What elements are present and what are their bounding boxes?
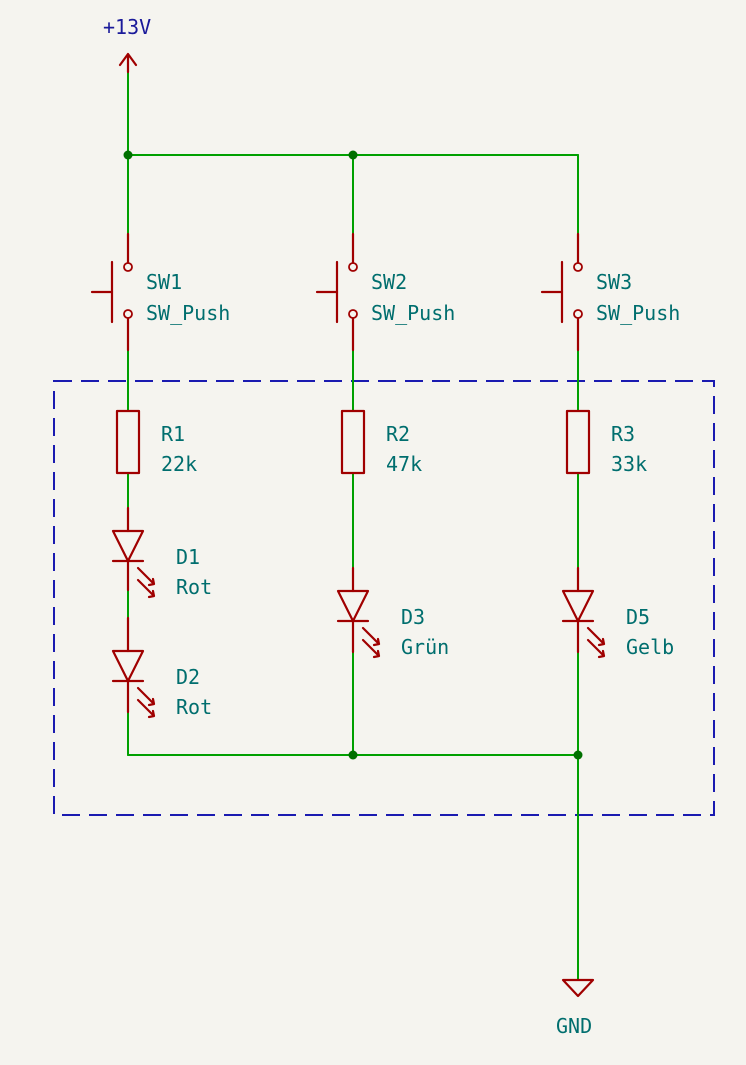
switch-value: SW_Push (596, 301, 680, 325)
led-anode-triangle (111, 529, 145, 563)
resistor-r1: R1 22k (115, 409, 197, 476)
light-ray-icon (136, 686, 156, 707)
led-value: Rot (176, 575, 212, 599)
led-value: Grün (401, 635, 449, 659)
switch-contact (348, 262, 358, 272)
ground-icon (561, 978, 595, 998)
ground-label: GND (556, 1014, 592, 1038)
junction (573, 750, 583, 760)
switch-contact (348, 309, 358, 319)
switch-sw2: SW2 SW_Push (315, 232, 455, 352)
light-ray-icon (136, 578, 156, 599)
led-value: Gelb (626, 635, 674, 659)
power-arrow-icon (118, 52, 138, 74)
light-ray-icon (361, 638, 381, 659)
resistor-body (340, 409, 366, 475)
junction (123, 150, 133, 160)
led-d2: D2 Rot (111, 616, 212, 719)
resistor-ref: R2 (386, 422, 410, 446)
switch-ref: SW1 (146, 270, 182, 294)
led-ref: D3 (401, 605, 425, 629)
switch-contact (123, 309, 133, 319)
light-ray-icon (136, 566, 156, 587)
group-box (53, 380, 715, 816)
wires (127, 71, 579, 981)
resistor-ref: R1 (161, 422, 185, 446)
ground-symbol: GND (556, 978, 595, 1038)
resistor-ref: R3 (611, 422, 635, 446)
led-d3: D3 Grün (336, 566, 449, 659)
led-anode-triangle (336, 589, 370, 623)
led-d1: D1 Rot (111, 506, 212, 599)
switch-value: SW_Push (371, 301, 455, 325)
switch-ref: SW2 (371, 270, 407, 294)
led-ref: D5 (626, 605, 650, 629)
light-ray-icon (361, 626, 381, 647)
switch-contact (123, 262, 133, 272)
resistor-body (115, 409, 141, 475)
light-ray-icon (586, 638, 606, 659)
led-anode-triangle (561, 589, 595, 623)
light-ray-icon (586, 626, 606, 647)
resistor-r3: R3 33k (565, 409, 647, 476)
light-ray-icon (136, 698, 156, 719)
led-value: Rot (176, 695, 212, 719)
switch-sw3: SW3 SW_Push (540, 232, 680, 352)
resistor-value: 47k (386, 452, 422, 476)
switch-value: SW_Push (146, 301, 230, 325)
resistor-value: 22k (161, 452, 197, 476)
junction (348, 150, 358, 160)
resistor-body (565, 409, 591, 475)
led-ref: D2 (176, 665, 200, 689)
switch-ref: SW3 (596, 270, 632, 294)
switch-contact (573, 262, 583, 272)
switch-sw1: SW1 SW_Push (90, 232, 230, 352)
power-supply-label: +13V (103, 15, 151, 39)
resistor-value: 33k (611, 452, 647, 476)
switch-contact (573, 309, 583, 319)
led-d5: D5 Gelb (561, 566, 674, 659)
junction (348, 750, 358, 760)
led-anode-triangle (111, 649, 145, 683)
resistor-r2: R2 47k (340, 409, 422, 476)
led-ref: D1 (176, 545, 200, 569)
power-supply-symbol: +13V (103, 15, 151, 74)
